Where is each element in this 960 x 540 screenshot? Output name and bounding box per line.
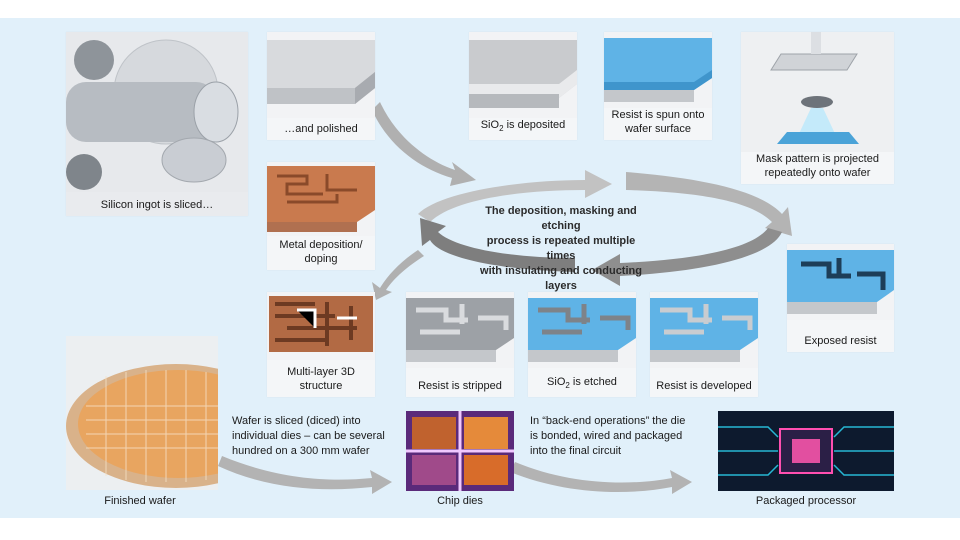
caption-packaged-processor: Packaged processor <box>755 495 857 507</box>
backend-arrow <box>510 462 692 494</box>
tile-metal-deposition: Metal deposition/doping <box>267 162 375 270</box>
packaged-processor-image <box>718 411 894 491</box>
dicing-note: Wafer is sliced (diced) into individual … <box>232 414 402 459</box>
sio2-layer-image <box>469 32 577 118</box>
caption-chip-dies: Chip dies <box>437 495 483 507</box>
stripped-image <box>406 292 514 368</box>
polished-wafer-image <box>267 32 375 118</box>
caption-polished: …and polished <box>284 123 358 135</box>
tile-sio2-deposited: SiO2 is deposited <box>469 32 577 140</box>
etched-image <box>528 292 636 368</box>
backend-note-line: In “back-end operations” the die <box>530 415 686 427</box>
cycle-arrow-right-top <box>626 172 792 236</box>
multilayer-image <box>267 292 375 360</box>
tile-silicon-ingot: Silicon ingot is sliced… <box>66 32 248 216</box>
caption-metal-deposition: Metal deposition/doping <box>279 239 363 265</box>
backend-note-line: into the final circuit <box>530 445 622 457</box>
cycle-arrow-top <box>418 170 612 222</box>
dicing-arrow <box>218 456 392 494</box>
caption-sio2-etched: SiO2 is etched <box>547 375 617 390</box>
entry-arrow <box>372 102 476 186</box>
metal-deposition-image <box>267 162 375 236</box>
exit-arrow <box>372 250 424 300</box>
chip-dies-image <box>406 411 514 491</box>
tile-resist-stripped: Resist is stripped <box>406 292 514 397</box>
tile-sio2-etched: SiO2 is etched <box>528 292 636 397</box>
resist-layer-image <box>604 32 712 108</box>
backend-note: In “back-end operations” the die is bond… <box>530 414 710 459</box>
cycle-note: The deposition, masking and etching proc… <box>478 204 644 294</box>
cycle-note-line: process is repeated multiple times <box>486 235 636 262</box>
cycle-note-line: The deposition, masking and etching <box>485 205 637 232</box>
tile-exposed-resist: Exposed resist <box>787 244 894 352</box>
exposed-resist-image <box>787 244 894 320</box>
caption-exposed-resist: Exposed resist <box>804 335 877 347</box>
dicing-note-line: Wafer is sliced (diced) into <box>232 415 361 427</box>
tile-resist-developed: Resist is developed <box>650 292 758 397</box>
caption-finished-wafer: Finished wafer <box>104 495 176 507</box>
projection-image <box>741 32 894 152</box>
cycle-note-line: with insulating and conducting layers <box>480 265 642 292</box>
tile-polished: …and polished <box>267 32 375 140</box>
caption-sio2-deposited: SiO2 is deposited <box>480 118 566 133</box>
cycle-arrow-right-bottom <box>592 228 782 286</box>
dicing-note-line: individual dies – can be several <box>232 430 385 442</box>
finished-wafer-image <box>66 336 218 490</box>
caption-silicon-ingot: Silicon ingot is sliced… <box>100 199 214 211</box>
cycle-arrow-left-bottom <box>420 218 575 272</box>
dicing-note-line: hundred on a 300 mm wafer <box>232 445 370 457</box>
caption-resist-developed: Resist is developed <box>656 380 752 392</box>
caption-resist-stripped: Resist is stripped <box>418 380 502 392</box>
backend-note-line: is bonded, wired and packaged <box>530 430 683 442</box>
ingot-image <box>66 32 248 192</box>
developed-image <box>650 292 758 368</box>
